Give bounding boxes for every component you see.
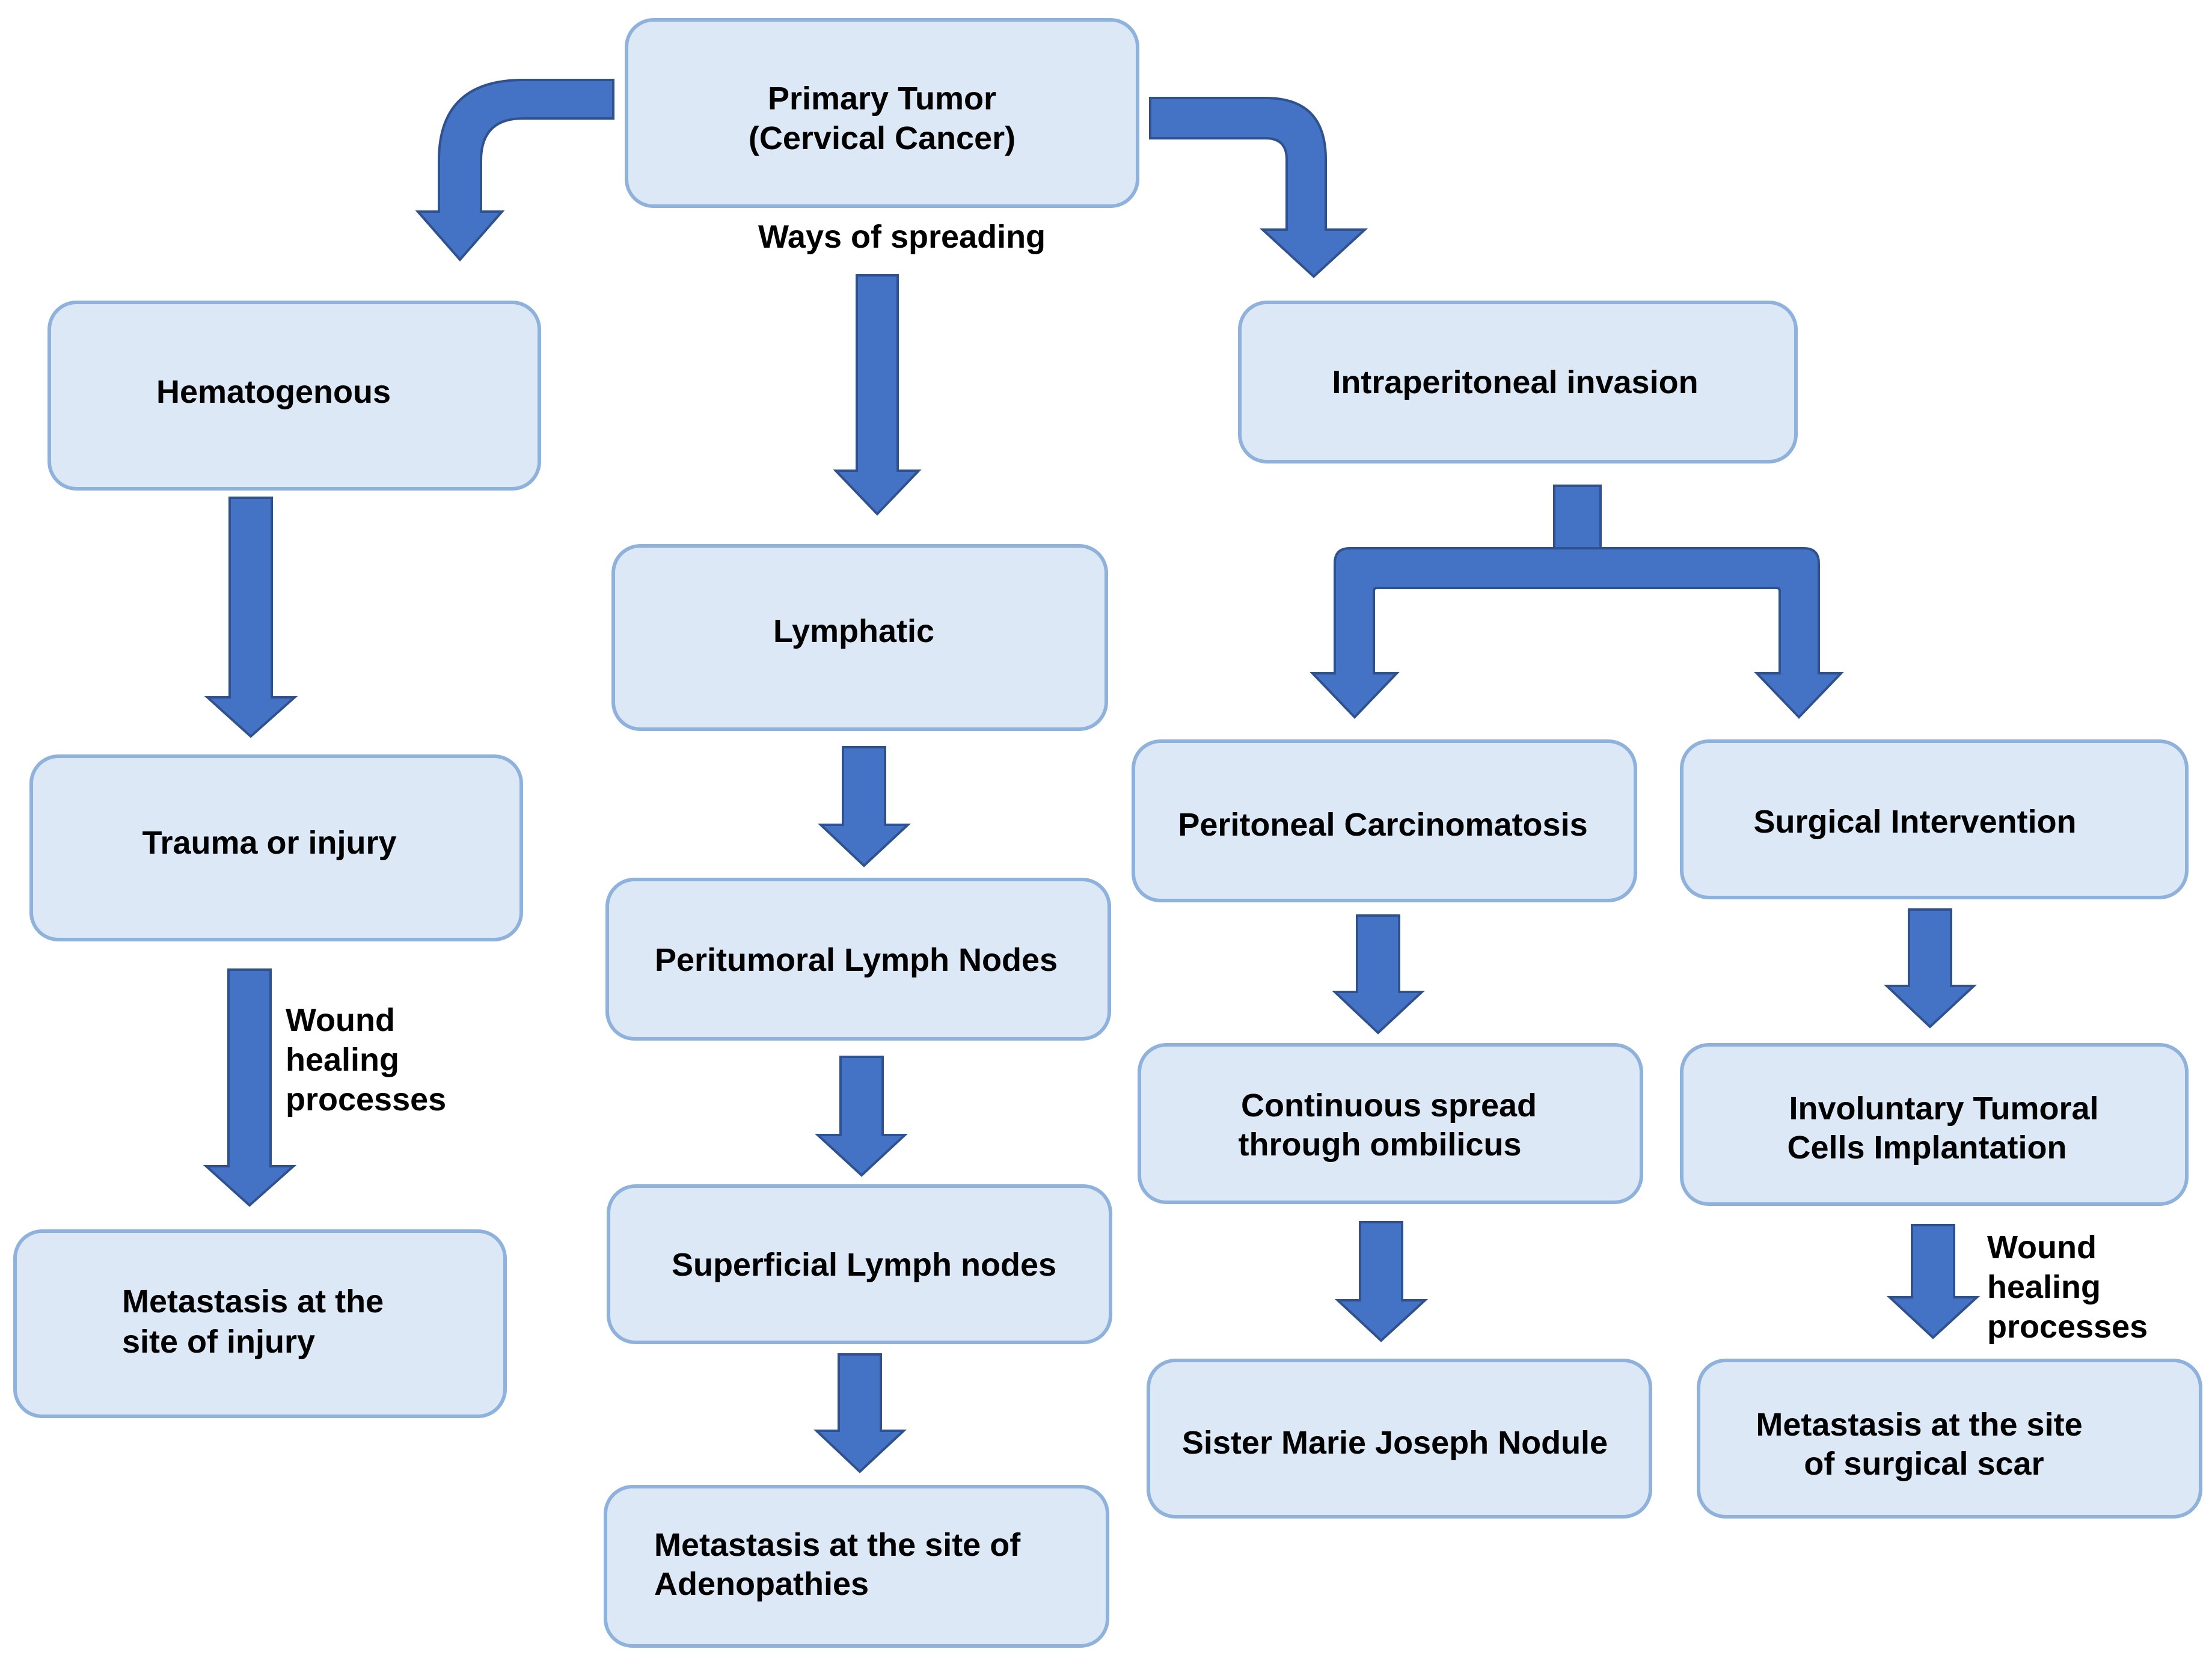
node-metastasis-scar: Metastasis at the site of surgical scar (1697, 1359, 2202, 1519)
intraperitoneal-label: Intraperitoneal invasion (1332, 364, 1698, 400)
continuous-spread-line2: through ombilicus (1239, 1127, 1522, 1163)
node-primary-tumor: Primary Tumor (Cervical Cancer) (625, 18, 1139, 208)
wound-right-line2: healing (1987, 1269, 2101, 1305)
node-hematogenous: Hematogenous (47, 301, 541, 491)
arrow-to-involuntary-implantation-icon (1883, 908, 1978, 1029)
metastasis-scar-line2: of surgical scar (1804, 1446, 2044, 1482)
arrow-to-metastasis-injury-icon (203, 968, 297, 1207)
ways-of-spreading-label: Ways of spreading (758, 219, 1046, 255)
arrow-to-continuous-spread-icon (1331, 914, 1426, 1035)
arrow-to-metastasis-adeno-icon (813, 1353, 907, 1473)
metastasis-adeno-line1: Metastasis at the site of (654, 1527, 1021, 1563)
arrow-to-sister-marie-joseph-icon (1334, 1221, 1429, 1342)
arrow-to-metastasis-scar-icon (1886, 1224, 1981, 1339)
arrow-to-trauma-icon (204, 497, 298, 738)
split-arrow-icon (1310, 485, 1844, 719)
hematogenous-label: Hematogenous (156, 374, 391, 410)
arrow-to-superficial-icon (814, 1056, 908, 1177)
node-peritumoral-lymph-nodes: Peritumoral Lymph Nodes (605, 878, 1111, 1041)
wound-healing-label-left: Wound healing processes (286, 1002, 446, 1118)
node-trauma: Trauma or injury (29, 754, 523, 941)
wound-left-line1: Wound (286, 1002, 395, 1038)
wound-right-line1: Wound (1987, 1229, 2097, 1265)
peritumoral-label: Peritumoral Lymph Nodes (655, 942, 1058, 978)
primary-tumor-line1: Primary Tumor (768, 81, 996, 117)
wound-healing-label-right: Wound healing processes (1987, 1229, 2148, 1345)
sister-marie-joseph-label: Sister Marie Joseph Nodule (1182, 1425, 1608, 1461)
node-surgical-intervention: Surgical Intervention (1680, 739, 2189, 899)
node-continuous-spread: Continuous spread through ombilicus (1138, 1043, 1643, 1204)
peritoneal-carcinomatosis-label: Peritoneal Carcinomatosis (1178, 807, 1587, 843)
involuntary-implantation-line2: Cells Implantation (1787, 1130, 2066, 1166)
metastasis-injury-line1: Metastasis at the (122, 1283, 384, 1320)
arrow-to-lymphatic-icon (833, 274, 922, 516)
wound-left-line2: healing (286, 1042, 399, 1078)
curved-arrow-left-icon (415, 79, 614, 262)
arrow-to-peritumoral-icon (817, 746, 911, 867)
node-peritoneal-carcinomatosis: Peritoneal Carcinomatosis (1132, 739, 1637, 902)
wound-left-line3: processes (286, 1081, 446, 1118)
involuntary-implantation-line1: Involuntary Tumoral (1789, 1091, 2098, 1127)
node-metastasis-adenopathies: Metastasis at the site of Adenopathies (604, 1485, 1109, 1648)
wound-right-line3: processes (1987, 1309, 2148, 1345)
node-sister-marie-joseph: Sister Marie Joseph Nodule (1147, 1359, 1652, 1519)
superficial-label: Superficial Lymph nodes (672, 1247, 1056, 1283)
continuous-spread-line1: Continuous spread (1241, 1087, 1537, 1124)
trauma-label: Trauma or injury (142, 825, 396, 861)
primary-tumor-line2: (Cervical Cancer) (749, 120, 1016, 156)
node-superficial-lymph-nodes: Superficial Lymph nodes (607, 1184, 1112, 1344)
node-intraperitoneal: Intraperitoneal invasion (1238, 301, 1798, 463)
metastasis-injury-line2: site of injury (122, 1324, 315, 1360)
curved-arrow-right-icon (1149, 97, 1368, 278)
metastasis-scar-line1: Metastasis at the site (1756, 1407, 2082, 1443)
lymphatic-label: Lymphatic (773, 613, 934, 649)
surgical-intervention-label: Surgical Intervention (1753, 804, 2076, 840)
node-metastasis-injury: Metastasis at the site of injury (13, 1229, 507, 1418)
node-involuntary-implantation: Involuntary Tumoral Cells Implantation (1680, 1043, 2189, 1206)
metastasis-adeno-line2: Adenopathies (654, 1566, 869, 1602)
node-lymphatic: Lymphatic (611, 544, 1108, 731)
